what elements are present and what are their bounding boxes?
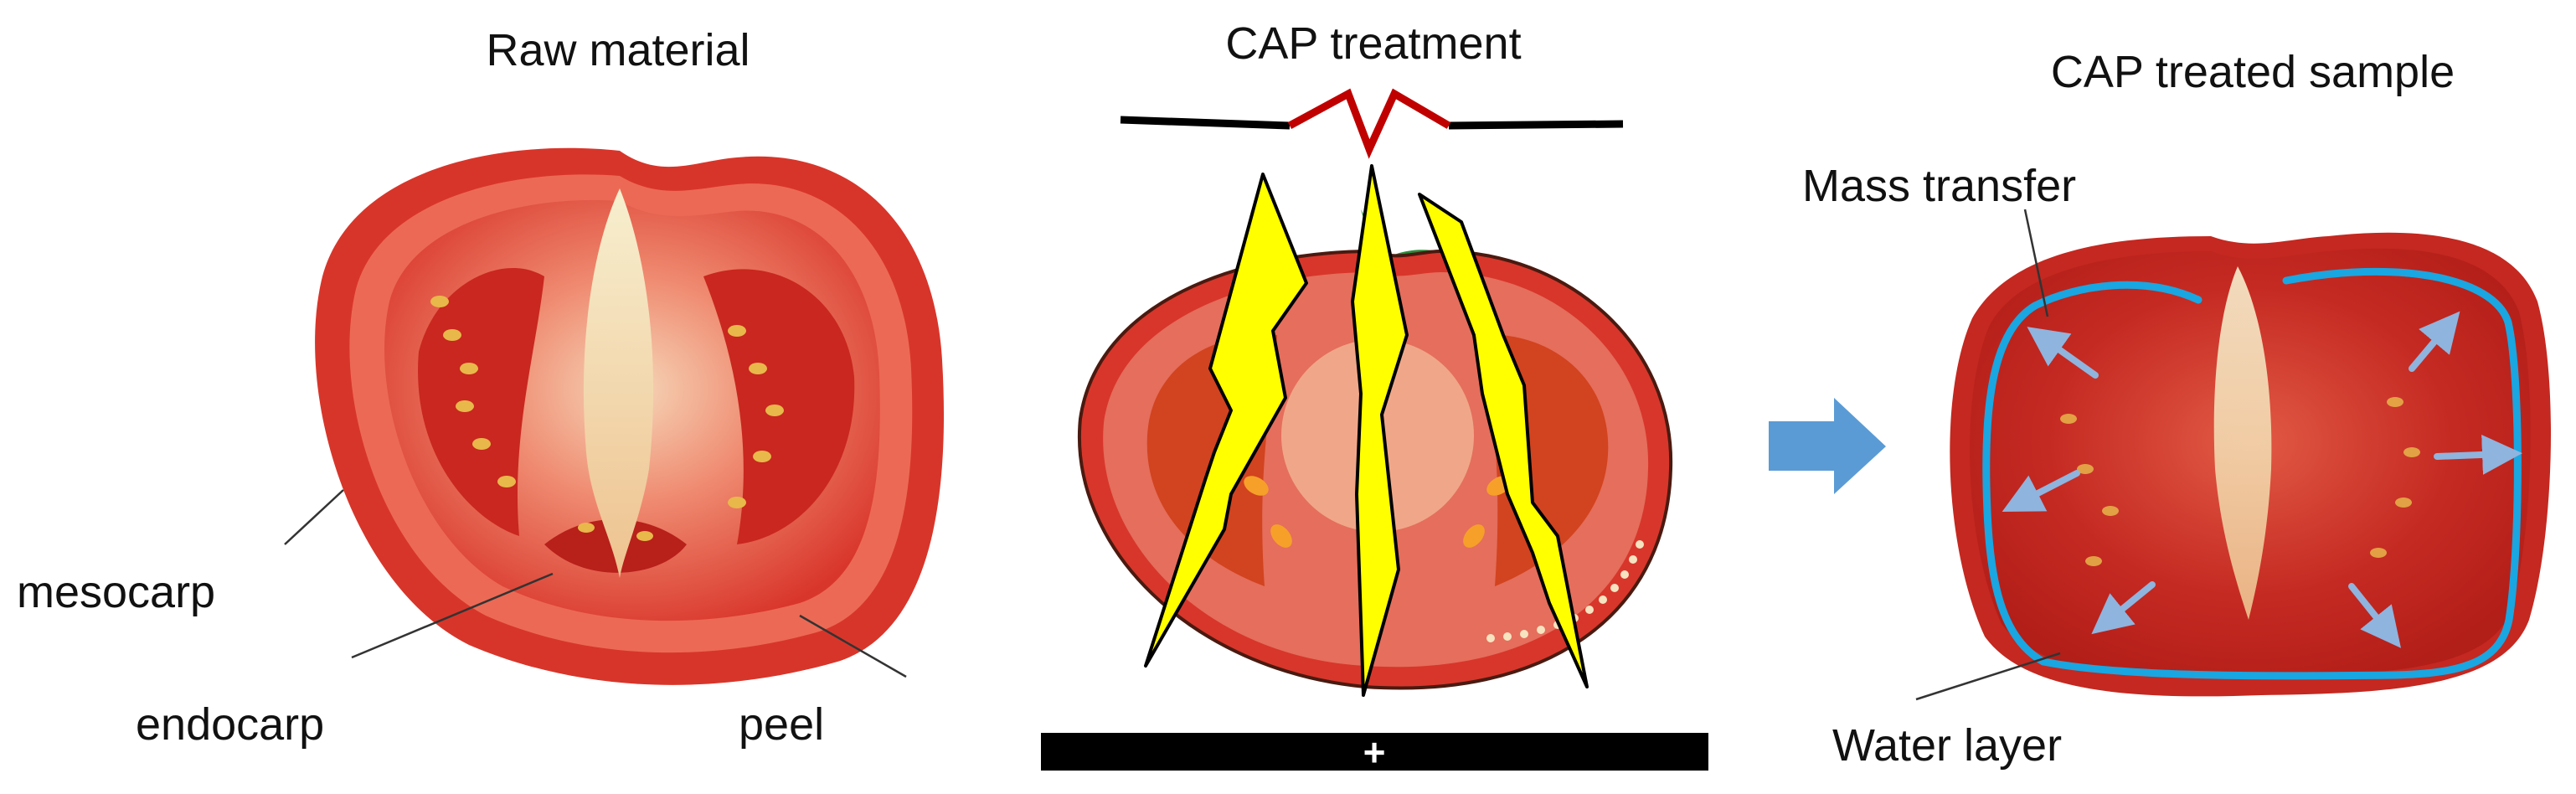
lightning-bolt-icon [1418, 193, 1589, 688]
peel-leader-line [799, 614, 907, 678]
lightning-bolt-icon [1144, 173, 1308, 668]
cap-treated-sample-title: CAP treated sample [2051, 47, 2455, 97]
raw-material-title: Raw material [486, 25, 750, 75]
endocarp-leader-line [351, 572, 554, 659]
top-electrode [1120, 88, 1624, 159]
water-layer-label: Water layer [1832, 720, 2062, 771]
raw-tomato-image [315, 147, 945, 685]
mesocarp-leader-line [284, 489, 344, 545]
mass-transfer-label: Mass transfer [1802, 161, 2076, 211]
treated-tomato-image [1950, 232, 2552, 697]
mass-transfer-arrows [2002, 311, 2522, 648]
raw-material-panel: Raw material [17, 25, 945, 750]
mass-transfer-leader-line [2023, 209, 2049, 317]
cap-treated-sample-panel: CAP treated sample [1802, 47, 2552, 771]
positive-electrode-symbol: + [1363, 730, 1386, 774]
lightning-bolt-icon [1351, 164, 1409, 697]
water-layer-outline [1982, 267, 2522, 680]
right-arrow-icon [1769, 398, 1886, 494]
bottom-electrode: + [1041, 730, 1708, 774]
cap-treatment-title: CAP treatment [1225, 18, 1521, 69]
plasma-discharge [1144, 164, 1589, 697]
water-layer-leader-line [1915, 652, 2061, 701]
cap-treatment-panel: CAP treatment [1041, 18, 1708, 774]
peel-label: peel [739, 699, 824, 750]
mesocarp-label: mesocarp [17, 567, 215, 617]
endocarp-label: endocarp [136, 699, 324, 750]
